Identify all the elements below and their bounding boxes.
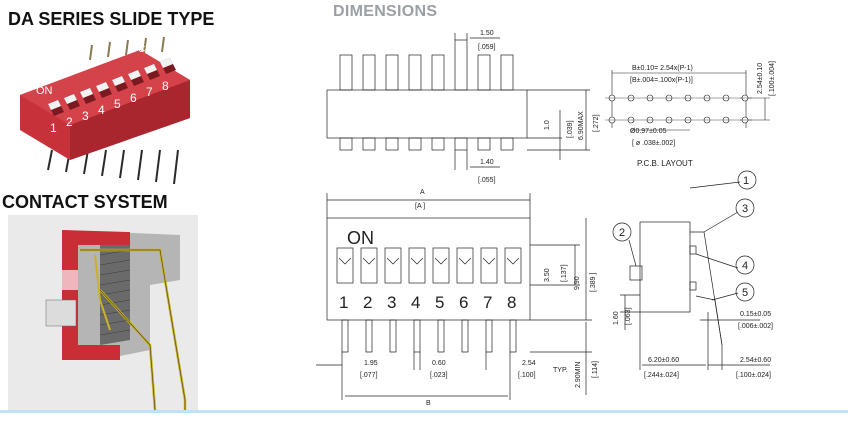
front-slot-height-inch: [.137] xyxy=(561,264,568,282)
photo-number: 3 xyxy=(82,109,89,123)
pcb-holes xyxy=(608,94,749,124)
pcb-b-formula: B±0.10= 2.54x(P-1) xyxy=(632,65,693,72)
front-number: 2 xyxy=(363,293,372,312)
side-pitch: 2.54±0.60 xyxy=(740,357,771,364)
contact-system-diagram xyxy=(8,215,198,411)
callout-1: 1 xyxy=(743,175,749,187)
top-max-inch: [.272] xyxy=(593,114,600,132)
side-width: 6.20±0.60 xyxy=(648,357,679,364)
front-body-height-inch: [.389 ] xyxy=(590,272,597,292)
contact-system-title: CONTACT SYSTEM xyxy=(2,192,168,212)
front-pitch-inch: [.100] xyxy=(518,372,536,379)
top-pitch-inch: [.059] xyxy=(478,44,496,51)
front-a-inch: [A ] xyxy=(415,203,425,210)
side-view-drawing xyxy=(612,170,770,370)
top-pitch-label: 1.50 xyxy=(480,30,494,37)
front-number: 4 xyxy=(411,293,420,312)
dip-switch-photo: ON CHA 1 2 3 4 5 6 7 8 xyxy=(20,36,190,185)
side-width-inch: [.244±.024] xyxy=(644,372,679,379)
front-number: 3 xyxy=(387,293,396,312)
front-slot-height: 3.50 xyxy=(544,268,551,282)
photo-number: 2 xyxy=(66,115,73,129)
side-thickness-inch: [.006±.002] xyxy=(738,323,773,330)
front-pin-thickness: 0.60 xyxy=(432,360,446,367)
front-body-height: 9.90 xyxy=(574,276,581,290)
side-thickness: 0.15±0.05 xyxy=(740,311,771,318)
front-number: 5 xyxy=(435,293,444,312)
photo-cha-label: CHA xyxy=(138,44,159,55)
front-typ: TYP. xyxy=(553,367,568,374)
series-title: DA SERIES SLIDE TYPE xyxy=(8,9,215,29)
pcb-hole-size: Ø0.97±0.05 xyxy=(630,128,667,135)
callout-5: 5 xyxy=(742,287,748,299)
pcb-pitch-inch: [.100±.004] xyxy=(769,61,776,96)
front-view-drawing xyxy=(316,193,592,400)
top-h-inch: [.039] xyxy=(567,120,574,138)
photo-on-label: ON xyxy=(36,85,53,97)
front-min-length-inch: [.114] xyxy=(592,361,599,378)
front-on-label: ON xyxy=(347,228,374,248)
front-b-label: B xyxy=(426,400,431,407)
front-a-label: A xyxy=(420,189,425,196)
pcb-b-formula-inch: [B±.004=.100x(P-1)] xyxy=(630,77,693,84)
front-pin-thickness-inch: [.023] xyxy=(430,372,448,379)
bottom-pitch-inch: [.055] xyxy=(478,177,496,184)
footer-divider xyxy=(0,410,848,413)
pcb-hole-size-inch: [ ø .038±.002] xyxy=(632,140,675,147)
front-number: 7 xyxy=(483,293,492,312)
side-h: 1.60 xyxy=(613,311,620,325)
top-view-drawing xyxy=(326,33,590,170)
front-number: 8 xyxy=(507,293,516,312)
pcb-caption: P.C.B. LAYOUT xyxy=(637,159,693,168)
front-min-length: 2.90MIN xyxy=(575,362,582,388)
bottom-pitch-label: 1.40 xyxy=(480,159,494,166)
callout-3: 3 xyxy=(742,203,748,215)
top-h-label: 1.0 xyxy=(544,120,551,130)
photo-number: 6 xyxy=(130,91,137,105)
front-pin-width-inch: [.077] xyxy=(360,372,378,379)
front-pitch: 2.54 xyxy=(522,360,536,367)
photo-number: 1 xyxy=(50,121,57,135)
side-pitch-inch: [.100±.024] xyxy=(736,372,771,379)
callout-2: 2 xyxy=(619,227,625,239)
photo-number: 4 xyxy=(98,103,105,117)
pcb-crosshairs xyxy=(605,97,752,121)
front-pin-width: 1.95 xyxy=(364,360,378,367)
pcb-pitch: 2.54±0.10 xyxy=(757,63,764,94)
photo-number: 5 xyxy=(114,97,121,111)
dimensions-title: DIMENSIONS xyxy=(333,3,438,20)
side-h-inch: [.063] xyxy=(625,307,632,325)
front-number: 1 xyxy=(339,293,348,312)
callout-4: 4 xyxy=(742,260,748,272)
photo-number: 8 xyxy=(162,79,169,93)
photo-number: 7 xyxy=(146,85,153,99)
top-max-label: 6.90MAX xyxy=(578,111,585,140)
front-number: 6 xyxy=(459,293,468,312)
